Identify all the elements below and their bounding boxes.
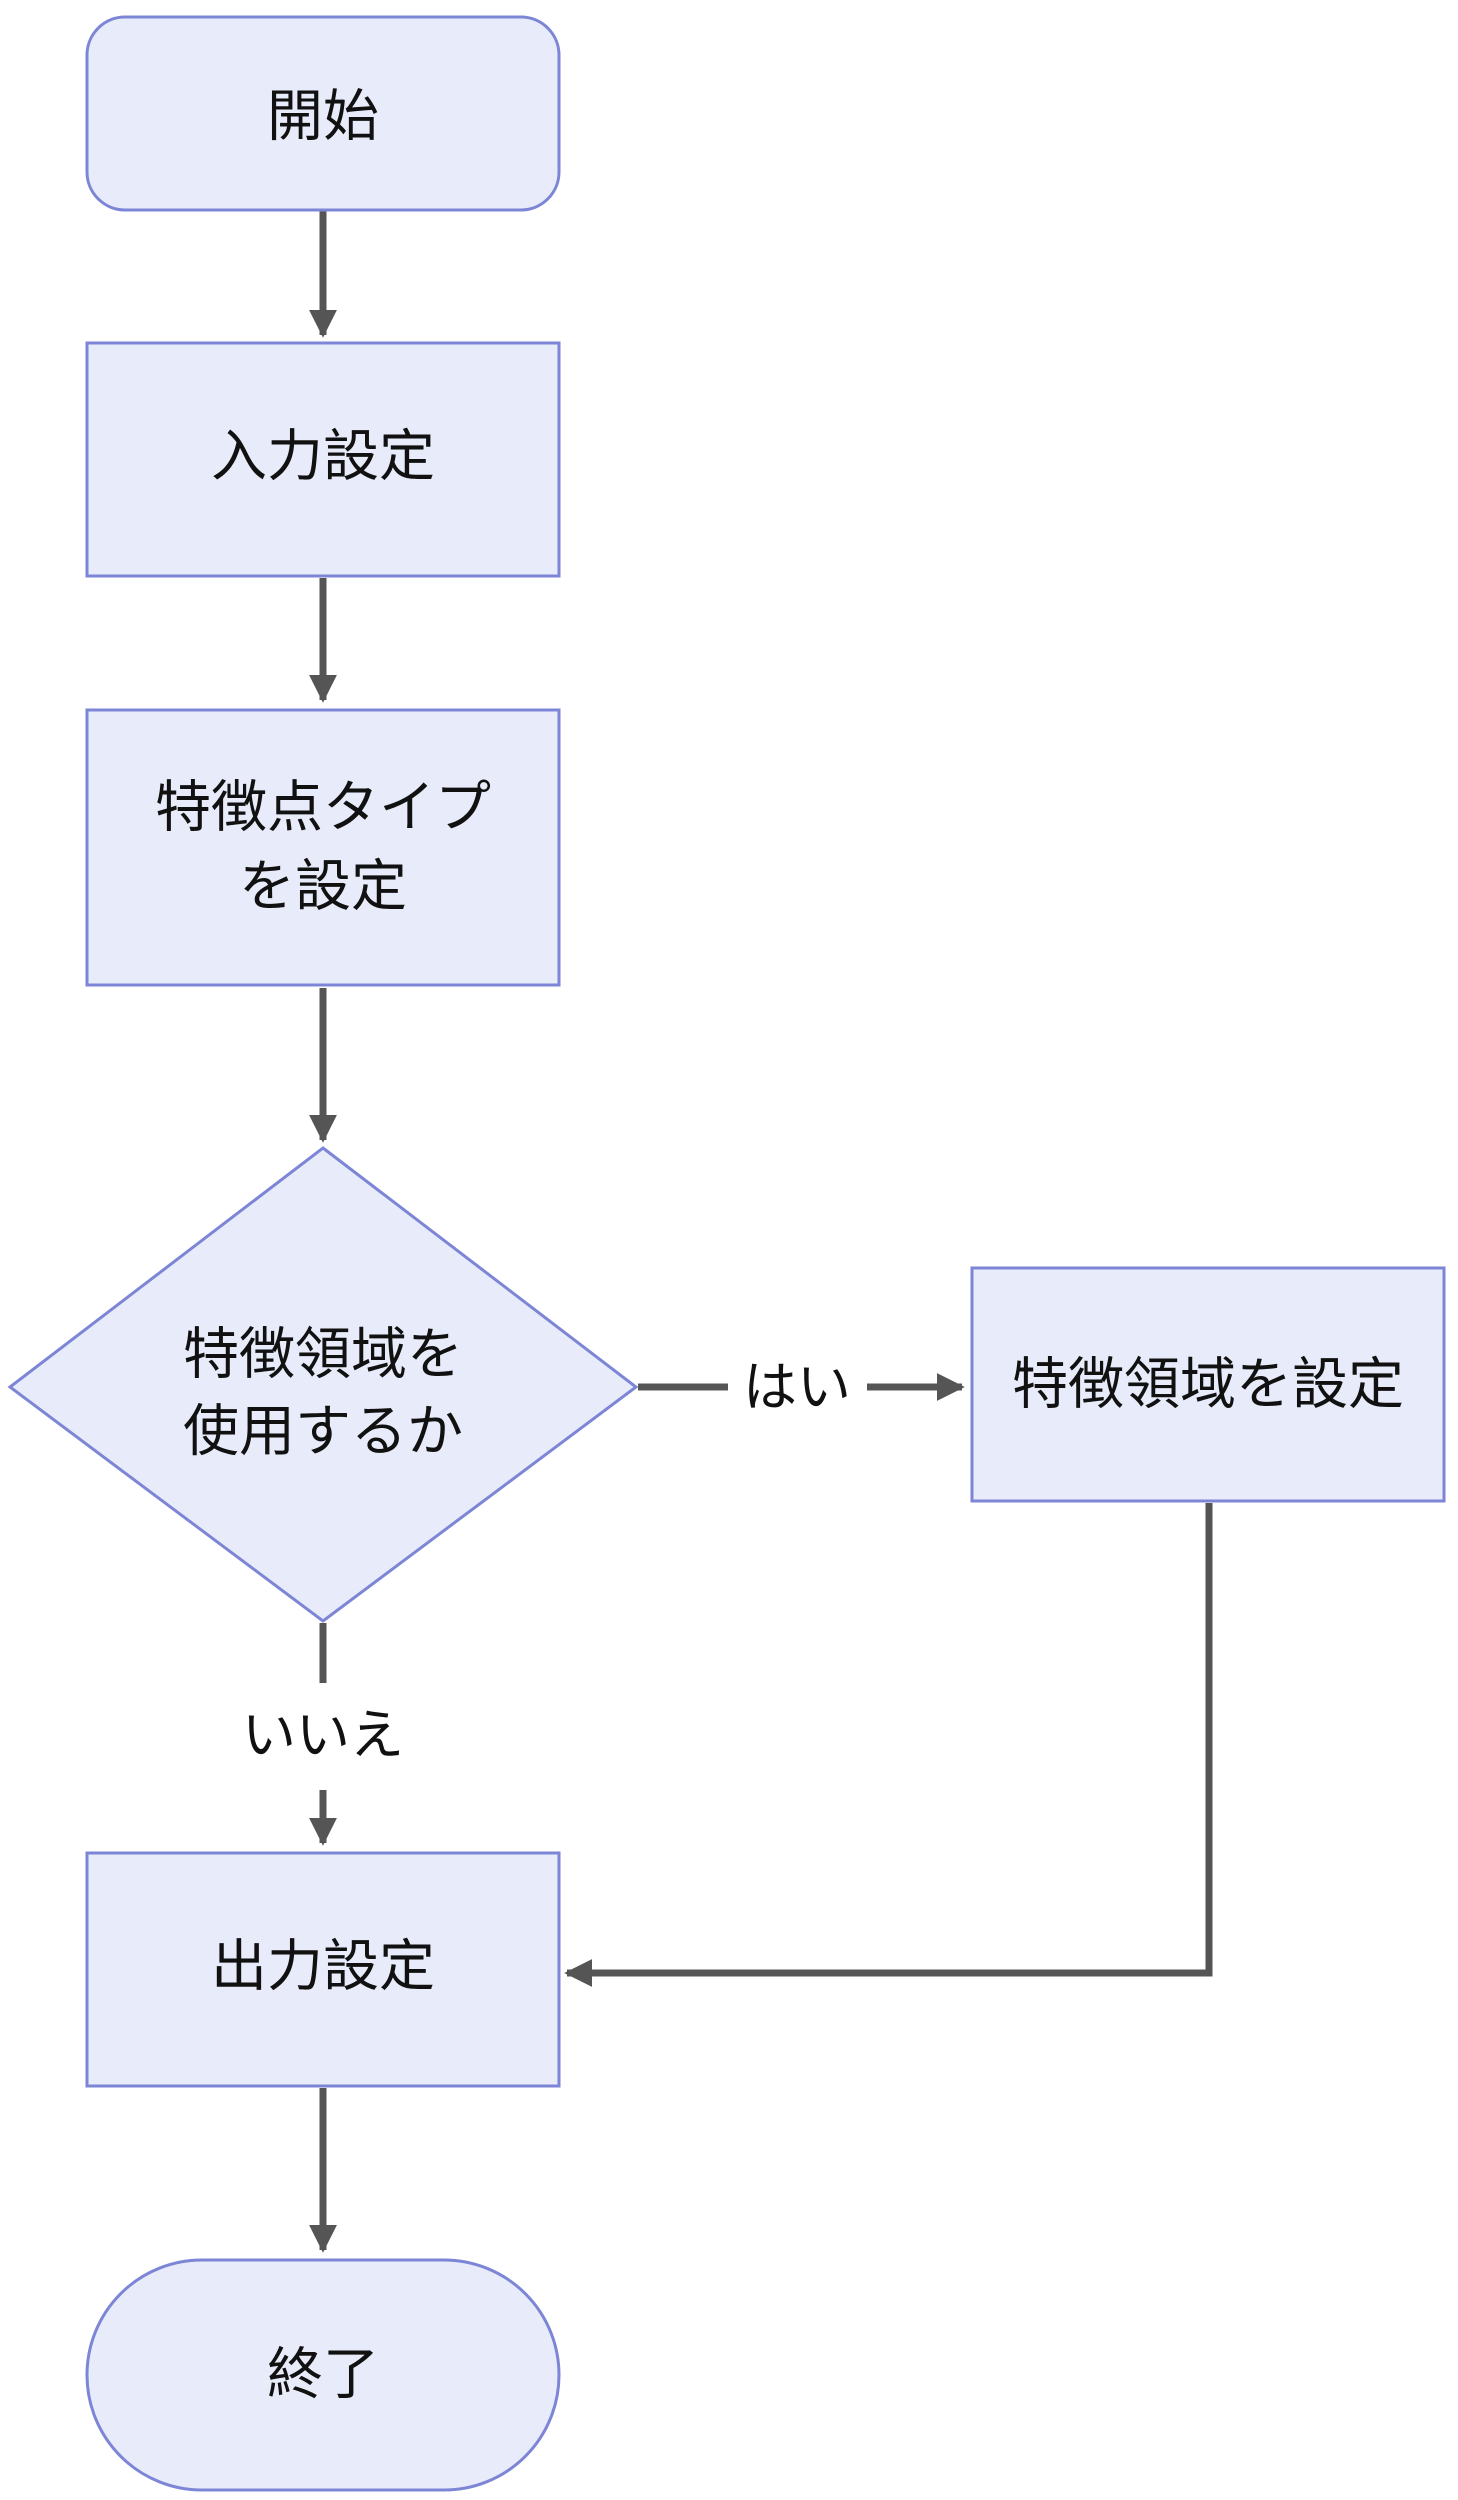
input-settings-node: 入力設定 <box>85 341 561 578</box>
start-label: 開始 <box>267 85 379 150</box>
end-label: 終了 <box>267 2343 379 2408</box>
no-label: いいえ <box>242 1704 404 1767</box>
decision-label-line2: 使用するか <box>183 1400 463 1465</box>
output-settings-node: 出力設定 <box>85 1851 561 2088</box>
feature-type-node: 特徴点タイプ を設定 <box>85 708 561 987</box>
decision-label-line1: 特徴領域を <box>183 1323 463 1388</box>
start-node: 開始 <box>85 15 561 212</box>
feature-region-node: 特徴領域を設定 <box>970 1266 1446 1503</box>
output-settings-label: 出力設定 <box>211 1935 435 2000</box>
feature-region-label: 特徴領域を設定 <box>1012 1353 1404 1418</box>
input-settings-label: 入力設定 <box>211 425 435 490</box>
edge-feature-region-to-output <box>564 1503 1213 1987</box>
feature-type-label-line2: を設定 <box>239 855 407 920</box>
decision-node: 特徴領域を 使用するか <box>7 1146 639 1623</box>
yes-label: はい <box>743 1356 851 1419</box>
end-node: 終了 <box>85 2258 561 2492</box>
feature-type-label-line1: 特徴点タイプ <box>155 776 491 841</box>
